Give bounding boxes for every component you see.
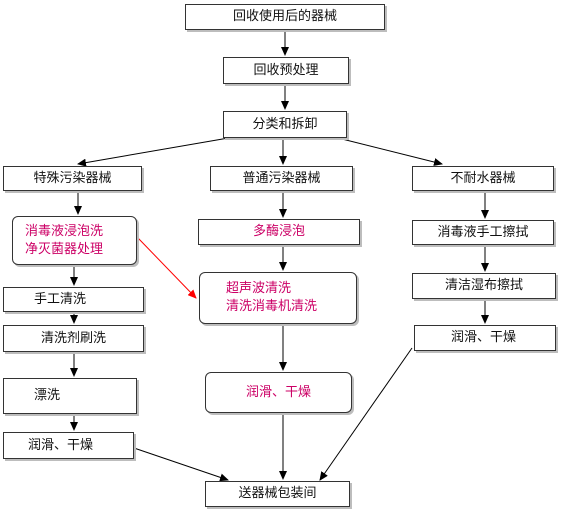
- node-special-contaminated: 特殊污染器械: [3, 166, 142, 191]
- node-enzyme-soak: 多酶浸泡: [198, 219, 360, 245]
- edge-lubricate-left-to-packaging: [133, 447, 229, 482]
- node-wet-cloth-wipe-label: 清洁湿布擦拭: [444, 278, 523, 293]
- node-detergent-brush-label: 清洗剂刷洗: [40, 330, 106, 346]
- node-special-contaminated-label: 特殊污染器械: [33, 170, 112, 186]
- edge-disinfect-soak-to-ultrasonic-red: [137, 237, 197, 299]
- node-normal-contaminated: 普通污染器械: [210, 166, 353, 191]
- node-disinfect-soak: 消毒液浸泡洗 净灭菌器处理: [12, 216, 137, 265]
- node-water-intolerant: 不耐水器械: [412, 166, 554, 191]
- node-lubricate-dry-mid-label: 润滑、干燥: [245, 384, 311, 400]
- node-disinfect-soak-label: 消毒液浸泡洗 净灭菌器处理: [25, 223, 104, 257]
- node-manual-wash-label: 手工清洗: [34, 291, 87, 307]
- node-lubricate-dry-left: 润滑、干燥: [3, 432, 134, 459]
- node-ultrasonic: 超声波清洗 清洗消毒机清洗: [199, 272, 357, 324]
- node-lubricate-dry-right-label: 润滑、干燥: [451, 330, 517, 345]
- node-to-packaging: 送器械包装间: [205, 481, 350, 507]
- node-pretreatment-label: 回收预处理: [253, 62, 319, 78]
- edge-lubricate-right-to-packaging: [319, 347, 413, 481]
- node-disinfect-wipe-label: 消毒液手工擦拭: [437, 224, 529, 240]
- node-manual-wash: 手工清洗: [3, 287, 144, 312]
- node-wet-cloth-wipe: 清洁湿布擦拭: [412, 273, 556, 299]
- node-lubricate-dry-mid: 润滑、干燥: [205, 372, 352, 413]
- node-sort-disassemble-label: 分类和拆卸: [252, 116, 318, 132]
- node-water-intolerant-label: 不耐水器械: [450, 170, 516, 186]
- node-detergent-brush: 清洗剂刷洗: [3, 325, 144, 352]
- node-recycle-used-label: 回收使用后的器械: [232, 9, 337, 24]
- node-pretreatment: 回收预处理: [223, 57, 349, 84]
- node-rinse-label: 漂洗: [34, 388, 61, 403]
- node-sort-disassemble: 分类和拆卸: [223, 111, 347, 138]
- node-recycle-used: 回收使用后的器械: [185, 4, 385, 30]
- edge-sort-to-special: [77, 135, 241, 167]
- node-lubricate-dry-right: 润滑、干燥: [414, 325, 556, 351]
- node-lubricate-dry-left-label: 润滑、干燥: [28, 437, 94, 453]
- node-enzyme-soak-label: 多酶浸泡: [252, 224, 305, 239]
- node-disinfect-wipe: 消毒液手工擦拭: [412, 220, 554, 245]
- node-ultrasonic-label: 超声波清洗 清洗消毒机清洗: [226, 281, 318, 314]
- node-normal-contaminated-label: 普通污染器械: [242, 170, 321, 186]
- node-rinse: 漂洗: [3, 378, 137, 414]
- node-to-packaging-label: 送器械包装间: [238, 486, 317, 501]
- edge-sort-to-water-intolerant: [329, 135, 443, 166]
